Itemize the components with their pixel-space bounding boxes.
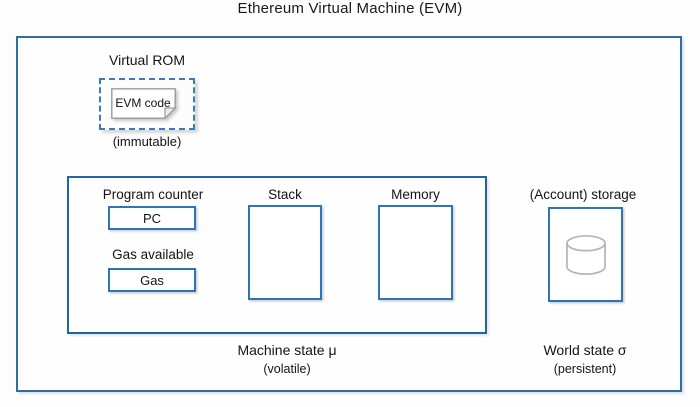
stack-box xyxy=(248,205,322,300)
pc-box: PC xyxy=(108,206,196,230)
account-storage-box xyxy=(548,207,623,302)
gas-available-label: Gas available xyxy=(112,247,194,262)
virtual-rom-label: Virtual ROM xyxy=(109,52,185,68)
stack-label: Stack xyxy=(268,187,302,202)
machine-state-subcaption: (volatile) xyxy=(263,362,311,376)
machine-state-caption: Machine state μ xyxy=(237,342,337,358)
world-state-caption: World state σ xyxy=(543,342,627,358)
diagram-title: Ethereum Virtual Machine (EVM) xyxy=(237,0,463,17)
account-storage-label: (Account) storage xyxy=(529,187,637,202)
program-counter-label: Program counter xyxy=(102,187,204,202)
gas-box: Gas xyxy=(108,268,196,292)
database-cylinder-icon xyxy=(565,234,606,275)
world-state-subcaption: (persistent) xyxy=(553,362,617,376)
note-shape-icon xyxy=(111,88,177,120)
memory-label: Memory xyxy=(391,187,440,202)
immutable-note: (immutable) xyxy=(112,134,182,149)
evm-code-note: EVM code xyxy=(111,88,184,122)
evm-code-label: EVM code xyxy=(115,96,171,110)
memory-box xyxy=(378,205,453,300)
